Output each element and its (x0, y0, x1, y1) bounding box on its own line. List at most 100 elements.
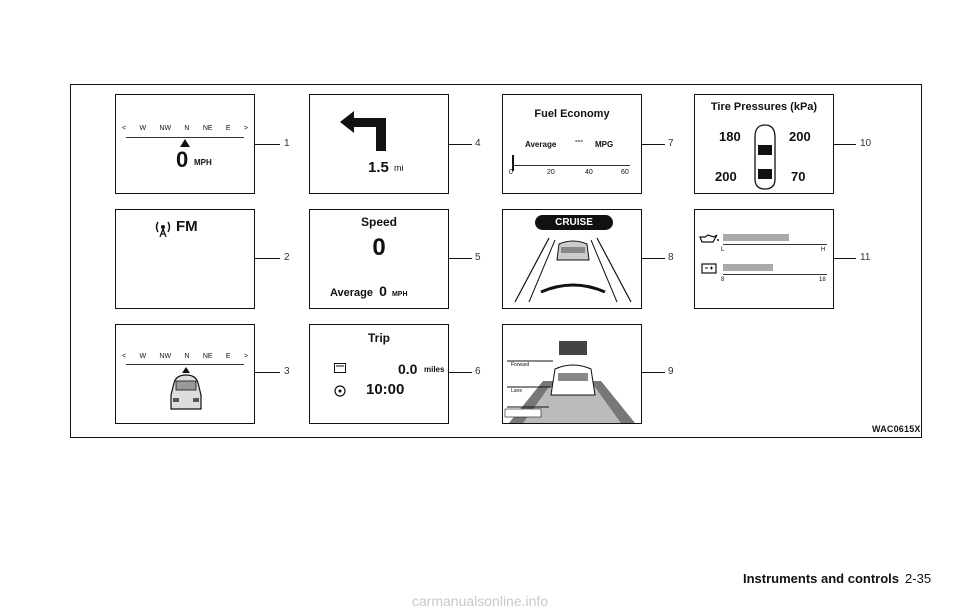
trip-time: 10:00 (366, 381, 405, 398)
fuel-economy-title: Fuel Economy (534, 108, 610, 120)
compass-left: < (122, 125, 127, 132)
cruise-indicator: CRUISE (535, 215, 613, 230)
callout-7: 7 (668, 138, 674, 149)
compass-nw: NW (159, 353, 172, 360)
driver-assist-graphic-icon (504, 341, 635, 423)
speed-title: Speed (360, 215, 397, 229)
page-footer: Instruments and controls 2-35 (743, 571, 931, 586)
callout-3: 3 (284, 366, 290, 377)
page-number: 2-35 (905, 571, 932, 586)
trip-title: Trip (367, 331, 390, 345)
panel-compass-speed: < W NW N NE E > 0 MPH (115, 94, 255, 194)
audio-source: FM (176, 218, 198, 235)
turn-distance: 1.5 (368, 159, 389, 176)
leader-line-11 (834, 258, 856, 259)
oil-high-label: H (821, 247, 826, 253)
compass-ne: NE (202, 353, 213, 360)
voltage-fill (723, 264, 773, 271)
leader-line-7 (642, 144, 665, 145)
fuel-scale-start-marker (512, 155, 514, 171)
compass-n: N (184, 125, 190, 132)
lane-label: Lane (511, 388, 523, 394)
compass-n: N (184, 353, 190, 360)
trip-odometer-icon (334, 363, 346, 373)
watermark: carmanualsonline.info (411, 593, 549, 609)
oil-pressure-scale (723, 244, 827, 245)
rear-right-pressure: 70 (791, 169, 806, 184)
compass-e: E (225, 353, 231, 360)
fuel-tick-0: 0 (509, 169, 513, 176)
leader-line-8 (642, 258, 665, 259)
figure-frame (70, 84, 922, 438)
compass-right: > (243, 353, 248, 360)
leader-line-6 (449, 372, 472, 373)
compass-heading-row: < W NW N NE E > (122, 353, 248, 360)
fuel-average-label: Average (525, 140, 557, 149)
oil-low-label: L (721, 247, 725, 253)
antenna-icon (155, 221, 171, 238)
average-speed-row: Average 0 MPH (330, 283, 408, 299)
average-speed-value: 0 (379, 283, 387, 299)
panel-trip: Trip 0.0 miles 10:00 (309, 324, 449, 424)
compass-left: < (122, 353, 127, 360)
panel-driver-assist: Forward Lane (502, 324, 642, 424)
vehicle-rear-icon (170, 367, 202, 410)
section-title: Instruments and controls (743, 571, 900, 586)
speed-value: 0 (176, 147, 189, 172)
compass-scale (126, 137, 244, 138)
compass-ne: NE (202, 125, 213, 132)
average-label: Average (330, 287, 374, 299)
callout-9: 9 (668, 366, 674, 377)
compass-e: E (225, 125, 231, 132)
callout-2: 2 (284, 252, 290, 263)
turn-distance-unit: mi (394, 163, 404, 173)
trip-timer-icon (334, 385, 346, 397)
fuel-tick-60: 60 (621, 169, 629, 176)
vehicle-top-view-icon (754, 124, 776, 190)
speed-unit: MPH (194, 158, 212, 167)
rear-set-pressure: 240 (759, 157, 771, 164)
cruise-road-graphic-icon (514, 237, 632, 303)
panel-oil-voltage: L H 8 18 (694, 209, 834, 309)
leader-line-1 (255, 144, 280, 145)
tire-pressures-title: Tire Pressures (kPa) (710, 101, 818, 113)
panel-cruise: CRUISE (502, 209, 642, 309)
compass-right: > (243, 125, 248, 132)
battery-icon (701, 263, 717, 274)
figure-code: WAC0615X (872, 424, 921, 434)
callout-6: 6 (475, 366, 481, 377)
front-right-pressure: 200 (789, 129, 811, 144)
panel-audio: FM (115, 209, 255, 309)
oil-pressure-fill (723, 234, 789, 241)
panel-navigation: 1.5 mi (309, 94, 449, 194)
leader-line-4 (449, 144, 472, 145)
trip-distance-unit: miles (424, 365, 445, 374)
compass-nw: NW (159, 125, 172, 132)
forward-label: Forward (511, 362, 530, 368)
compass-w: W (139, 353, 147, 360)
average-speed-unit: MPH (391, 291, 408, 298)
current-speed: 0 (372, 234, 386, 261)
fuel-average-value: --- (575, 136, 583, 145)
rear-left-pressure: 200 (715, 169, 737, 184)
callout-5: 5 (475, 252, 481, 263)
callout-4: 4 (475, 138, 481, 149)
leader-line-10 (834, 144, 856, 145)
panel-tire-pressures: Tire Pressures (kPa) 240 240 180 200 200… (694, 94, 834, 194)
panel-fuel-economy: Fuel Economy Average --- MPG 0 20 40 60 (502, 94, 642, 194)
leader-line-5 (449, 258, 472, 259)
fuel-tick-20: 20 (547, 169, 555, 176)
callout-10: 10 (860, 138, 872, 149)
callout-1: 1 (284, 138, 290, 149)
leader-line-2 (255, 258, 280, 259)
front-left-pressure: 180 (719, 129, 741, 144)
panel-speed: Speed 0 Average 0 MPH (309, 209, 449, 309)
fuel-scale-bar (512, 165, 630, 166)
compass-scale (126, 364, 244, 365)
fuel-average-unit: MPG (595, 140, 614, 149)
trip-distance: 0.0 (398, 361, 418, 377)
fuel-tick-40: 40 (585, 169, 593, 176)
callout-11: 11 (860, 252, 871, 263)
compass-w: W (139, 125, 147, 132)
callout-8: 8 (668, 252, 674, 263)
